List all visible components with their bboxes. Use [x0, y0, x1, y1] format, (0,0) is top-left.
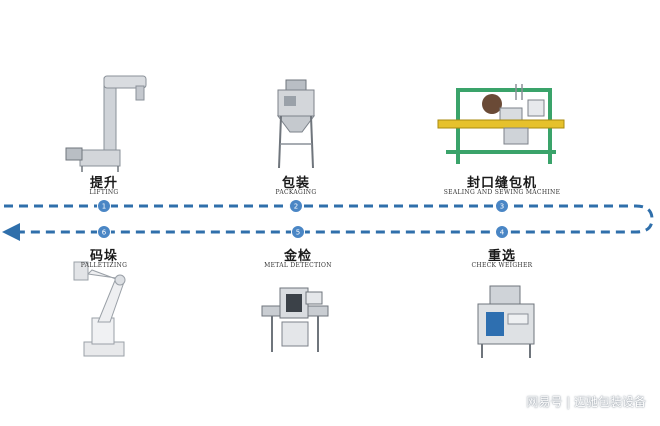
step-number-5: 5: [296, 229, 300, 237]
step-caption-lifting: LIFTING: [89, 189, 119, 196]
step-marker-4: 4: [495, 225, 509, 239]
step-label-metal: 金检: [283, 249, 313, 264]
step-caption-sealing: SEALING AND SEWING MACHINE: [443, 189, 561, 196]
step-label-sealing: 封口缝包机: [466, 176, 538, 191]
flow-arrow-head: [2, 223, 20, 241]
step-marker-2: 2: [289, 199, 303, 213]
step-marker-6: 6: [97, 225, 111, 239]
step-marker-1: 1: [97, 199, 111, 213]
step-caption-packaging: PACKAGING: [275, 189, 317, 196]
step-label-packaging: 包装: [281, 176, 311, 191]
step-label-lifting: 提升: [89, 176, 119, 191]
step-number-6: 6: [102, 229, 107, 237]
sealing-sewing-machine-icon: [437, 84, 565, 164]
step-marker-3: 3: [495, 199, 509, 213]
step-label-palletizing: 码垛: [89, 249, 119, 264]
palletizing-robot-icon: [73, 261, 126, 357]
flow-path: [4, 204, 654, 234]
step-number-3: 3: [500, 203, 504, 211]
step-caption-palletizing: PALLETIZING: [80, 262, 128, 269]
step-number-4: 4: [500, 229, 505, 237]
step-caption-checkweigher: CHECK WEIGHER: [471, 262, 533, 269]
step-label-checkweigher: 重选: [487, 249, 517, 264]
step-caption-metal: METAL DETECTION: [264, 262, 332, 269]
check-weigher-icon: [477, 285, 535, 358]
step-number-1: 1: [102, 203, 106, 211]
watermark: 网易号 | 迈驰包装设备: [526, 395, 646, 409]
bucket-elevator-icon: [65, 75, 147, 172]
packaging-machine-icon: [277, 79, 315, 169]
step-marker-5: 5: [291, 225, 305, 239]
step-number-2: 2: [294, 203, 298, 211]
metal-detector-icon: [261, 287, 329, 352]
